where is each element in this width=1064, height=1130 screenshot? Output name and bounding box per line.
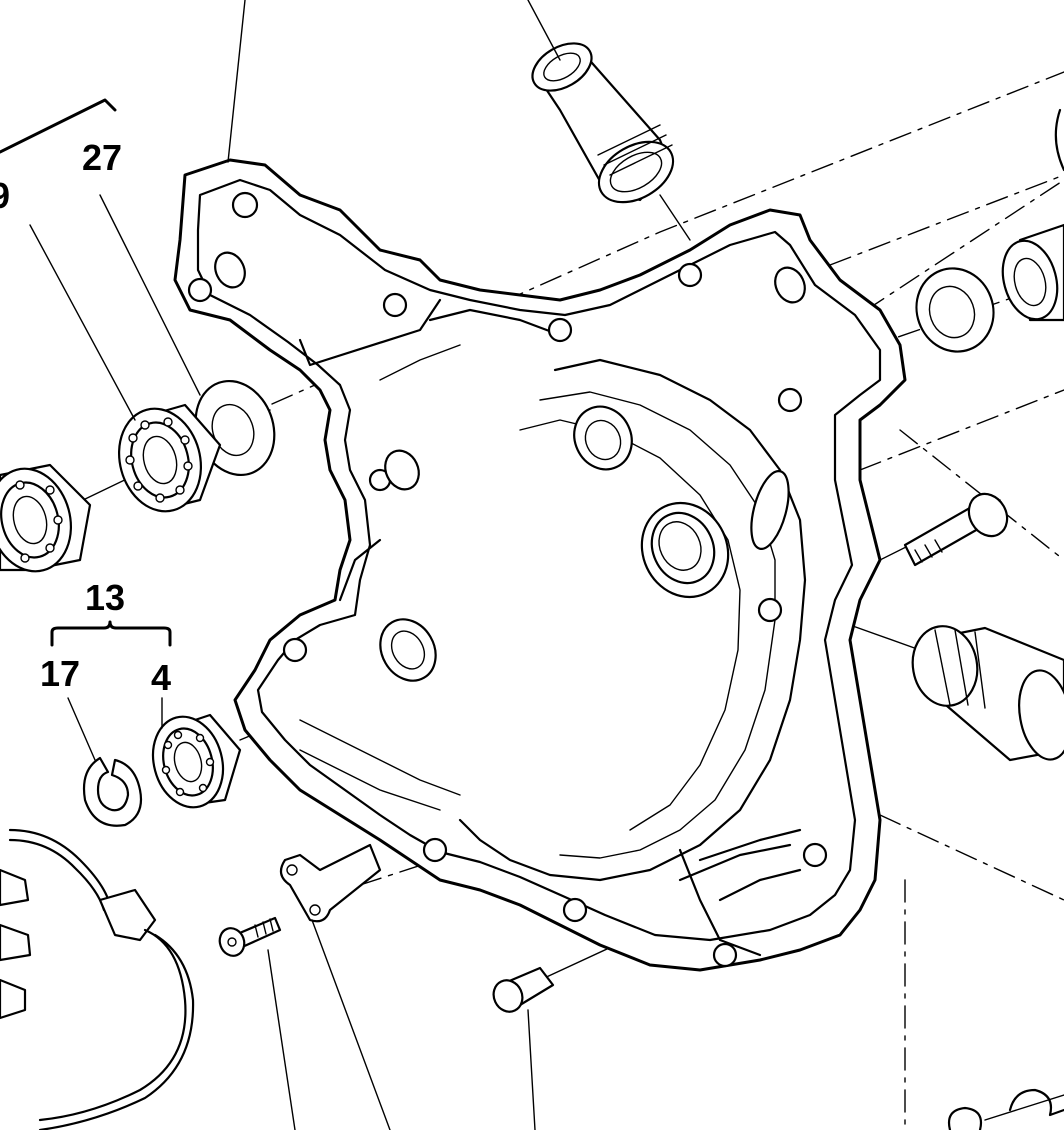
bearing-seats: [214, 251, 806, 682]
ball-bearing-left: [0, 463, 92, 573]
dowel-pin: [492, 966, 555, 1013]
callout-27: 27: [82, 137, 122, 178]
group-brace-13: [50, 620, 172, 647]
bolt-right: [903, 492, 1009, 567]
callout-4: 4: [151, 657, 171, 698]
group-bracket-top: [0, 98, 117, 154]
cable-clip-bracket: [279, 843, 382, 923]
tube-sleeve-right: [911, 625, 1064, 762]
bolt-small: [218, 916, 282, 957]
spring-clip: [947, 1088, 1064, 1130]
bearing-balls-9: [125, 417, 193, 503]
leader-lines: [29, 0, 561, 1130]
ball-bearing-9: [117, 403, 222, 513]
seal-ring-right: [915, 267, 995, 353]
callout-17: 17: [40, 653, 80, 694]
bearing-right: [1001, 108, 1064, 322]
callout-9: 9: [0, 175, 10, 216]
crankcase-cover: [173, 158, 907, 972]
sensor-cable: [0, 828, 195, 1130]
callout-13: 13: [85, 577, 125, 618]
circlip-17: [82, 756, 143, 827]
callout-labels: 27 9 13 17 4: [0, 137, 171, 698]
ball-bearing-4: [151, 713, 242, 809]
tube-sleeve-top: [531, 42, 675, 204]
mounting-holes: [187, 191, 828, 968]
